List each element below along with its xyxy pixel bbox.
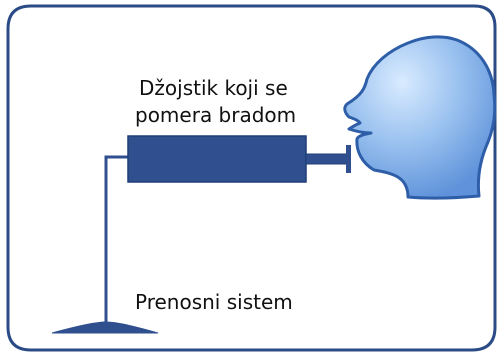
chin-plate [346,145,351,173]
stand-pole [104,155,128,329]
stand-base [51,321,159,334]
head-profile-icon [343,35,497,200]
joystick-label-line2: pomera bradom [135,103,297,127]
outer-frame [6,4,497,352]
joystick-body [127,135,307,183]
portable-system-label: Prenosni sistem [135,290,293,314]
joystick-label-line1: Džojstik koji se [139,76,288,100]
joystick-rod [305,153,351,165]
